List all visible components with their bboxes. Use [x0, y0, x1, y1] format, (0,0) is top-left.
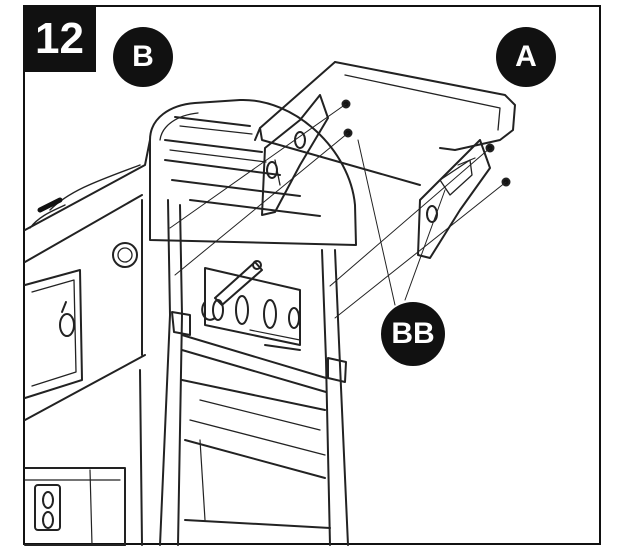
side-shelf: [254, 61, 516, 259]
end-cap: [149, 98, 357, 246]
grill-body: [24, 139, 151, 421]
callout-bb: BB: [381, 302, 445, 366]
step-number-badge: 12: [23, 5, 96, 72]
callout-b: B: [113, 27, 173, 87]
lower-side-panel: [24, 369, 143, 546]
bolts: [169, 99, 511, 319]
callout-a: A: [496, 27, 556, 87]
access-panel: [201, 260, 301, 351]
legs: [159, 199, 349, 546]
